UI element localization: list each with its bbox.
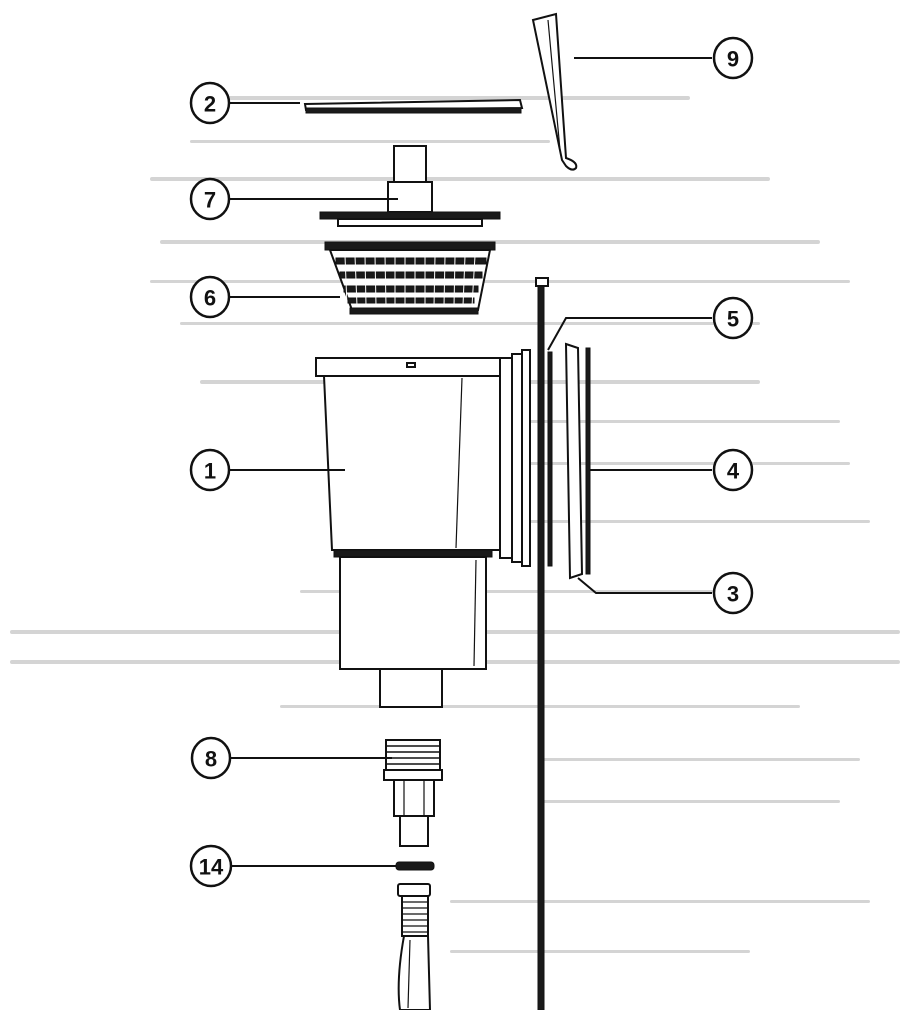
callout-4: 4 bbox=[712, 448, 754, 492]
svg-text:9: 9 bbox=[727, 47, 739, 72]
part-3-face-plate bbox=[564, 342, 584, 580]
part-9-tool bbox=[531, 12, 578, 171]
svg-text:3: 3 bbox=[727, 582, 739, 607]
part-7-valve-stem bbox=[319, 145, 501, 227]
callout-7: 7 bbox=[189, 177, 231, 221]
callout-8: 8 bbox=[190, 736, 232, 780]
svg-text:5: 5 bbox=[727, 307, 739, 332]
part-8-hose-adapter bbox=[383, 739, 443, 847]
callout-9: 9 bbox=[712, 36, 754, 80]
callout-5: 5 bbox=[712, 296, 754, 340]
callout-14: 14 bbox=[189, 844, 233, 888]
svg-text:4: 4 bbox=[727, 459, 740, 484]
leader-lines bbox=[229, 57, 712, 867]
callout-3: 3 bbox=[712, 571, 754, 615]
svg-text:8: 8 bbox=[205, 747, 217, 772]
leader-3 bbox=[577, 577, 712, 594]
part-6-strainer-basket bbox=[324, 241, 496, 315]
part-4-gasket bbox=[585, 347, 591, 575]
hose bbox=[397, 883, 432, 1010]
callout-1: 1 bbox=[189, 448, 231, 492]
leader-5 bbox=[547, 317, 712, 351]
svg-text:2: 2 bbox=[204, 92, 216, 117]
part-1-skimmer-body bbox=[315, 349, 531, 708]
callouts: 2 7 6 1 8 14 9 5 bbox=[189, 36, 754, 888]
svg-text:14: 14 bbox=[199, 855, 224, 880]
part-14-o-ring bbox=[395, 861, 435, 871]
svg-text:1: 1 bbox=[204, 459, 216, 484]
svg-text:7: 7 bbox=[204, 188, 216, 213]
callout-6: 6 bbox=[189, 275, 231, 319]
part-5-gasket bbox=[535, 277, 553, 1010]
part-2-lid bbox=[303, 98, 524, 114]
svg-text:6: 6 bbox=[204, 286, 216, 311]
callout-2: 2 bbox=[189, 81, 231, 125]
